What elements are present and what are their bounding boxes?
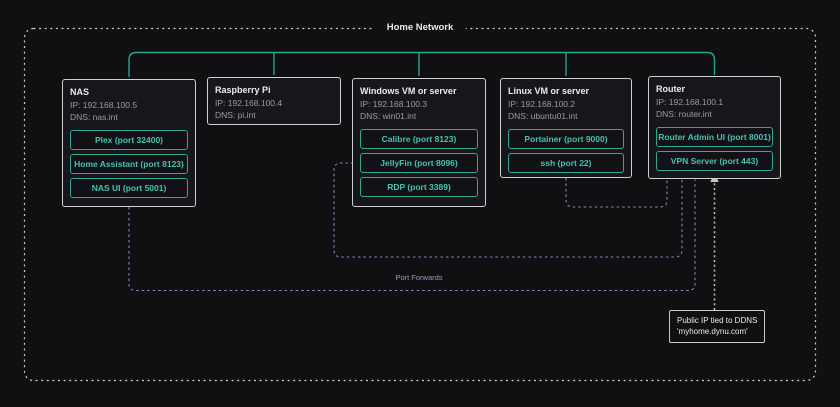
service-list-router: Router Admin UI (port 8001) VPN Server (…	[656, 127, 773, 171]
device-box-router: Router IP: 192.168.100.1 DNS: router.int…	[648, 76, 781, 179]
service-router-admin-ui[interactable]: Router Admin UI (port 8001)	[656, 127, 773, 147]
service-portainer[interactable]: Portainer (port 9000)	[508, 129, 624, 149]
device-ip-linux-vm: IP: 192.168.100.2	[508, 99, 576, 109]
port-forward-line-ssh	[565, 178, 668, 208]
service-plex[interactable]: Plex (port 32400)	[70, 130, 188, 150]
service-list-linux-vm: Portainer (port 9000) ssh (port 22)	[508, 129, 624, 173]
device-title-nas: NAS	[70, 87, 90, 97]
service-home-assistant[interactable]: Home Assistant (port 8123)	[70, 154, 188, 174]
device-title-router: Router	[656, 84, 685, 94]
port-forward-line-nas	[128, 179, 696, 292]
device-dns-router: DNS: router.int	[656, 109, 712, 119]
device-dns-windows-vm: DNS: win01.int	[360, 111, 417, 121]
service-vpn-server[interactable]: VPN Server (port 443)	[656, 151, 773, 171]
ddns-note-line1: Public IP tied to DDNS	[677, 316, 758, 325]
service-list-nas: Plex (port 32400) Home Assistant (port 8…	[70, 130, 188, 198]
device-ip-windows-vm: IP: 192.168.100.3	[360, 99, 428, 109]
service-ssh[interactable]: ssh (port 22)	[508, 153, 624, 173]
lan-drop-lines	[273, 53, 567, 76]
device-ip-router: IP: 192.168.100.1	[656, 97, 724, 107]
device-title-linux-vm: Linux VM or server	[508, 86, 590, 96]
ddns-note-box: Public IP tied to DDNS 'myhome.dynu.com'	[669, 310, 766, 343]
device-title-windows-vm: Windows VM or server	[360, 86, 457, 96]
home-network-label: Home Network	[374, 21, 466, 35]
device-dns-linux-vm: DNS: ubuntu01.int	[508, 111, 578, 121]
port-forward-line-jellyfin	[333, 162, 683, 258]
device-box-windows-vm: Windows VM or server IP: 192.168.100.3 D…	[352, 78, 486, 207]
service-jellyfin[interactable]: JellyFin (port 8096)	[360, 153, 478, 173]
lan-trunk-line	[128, 51, 716, 77]
device-dns-nas: DNS: nas.int	[70, 112, 118, 122]
device-dns-raspberry-pi: DNS: pi.int	[215, 110, 256, 120]
service-nas-ui[interactable]: NAS UI (port 5001)	[70, 178, 188, 198]
device-title-raspberry-pi: Raspberry Pi	[215, 85, 271, 95]
service-rdp[interactable]: RDP (port 3389)	[360, 177, 478, 197]
service-calibre[interactable]: Calibre (port 8123)	[360, 129, 478, 149]
device-box-linux-vm: Linux VM or server IP: 192.168.100.2 DNS…	[500, 78, 632, 178]
service-list-windows-vm: Calibre (port 8123) JellyFin (port 8096)…	[360, 129, 478, 197]
device-box-raspberry-pi: Raspberry Pi IP: 192.168.100.4 DNS: pi.i…	[207, 77, 341, 125]
device-box-nas: NAS IP: 192.168.100.5 DNS: nas.int Plex …	[62, 79, 196, 207]
port-forwards-label: Port Forwards	[395, 273, 443, 282]
ddns-note-line2: 'myhome.dynu.com'	[677, 327, 748, 336]
device-ip-raspberry-pi: IP: 192.168.100.4	[215, 98, 283, 108]
device-ip-nas: IP: 192.168.100.5	[70, 100, 138, 110]
